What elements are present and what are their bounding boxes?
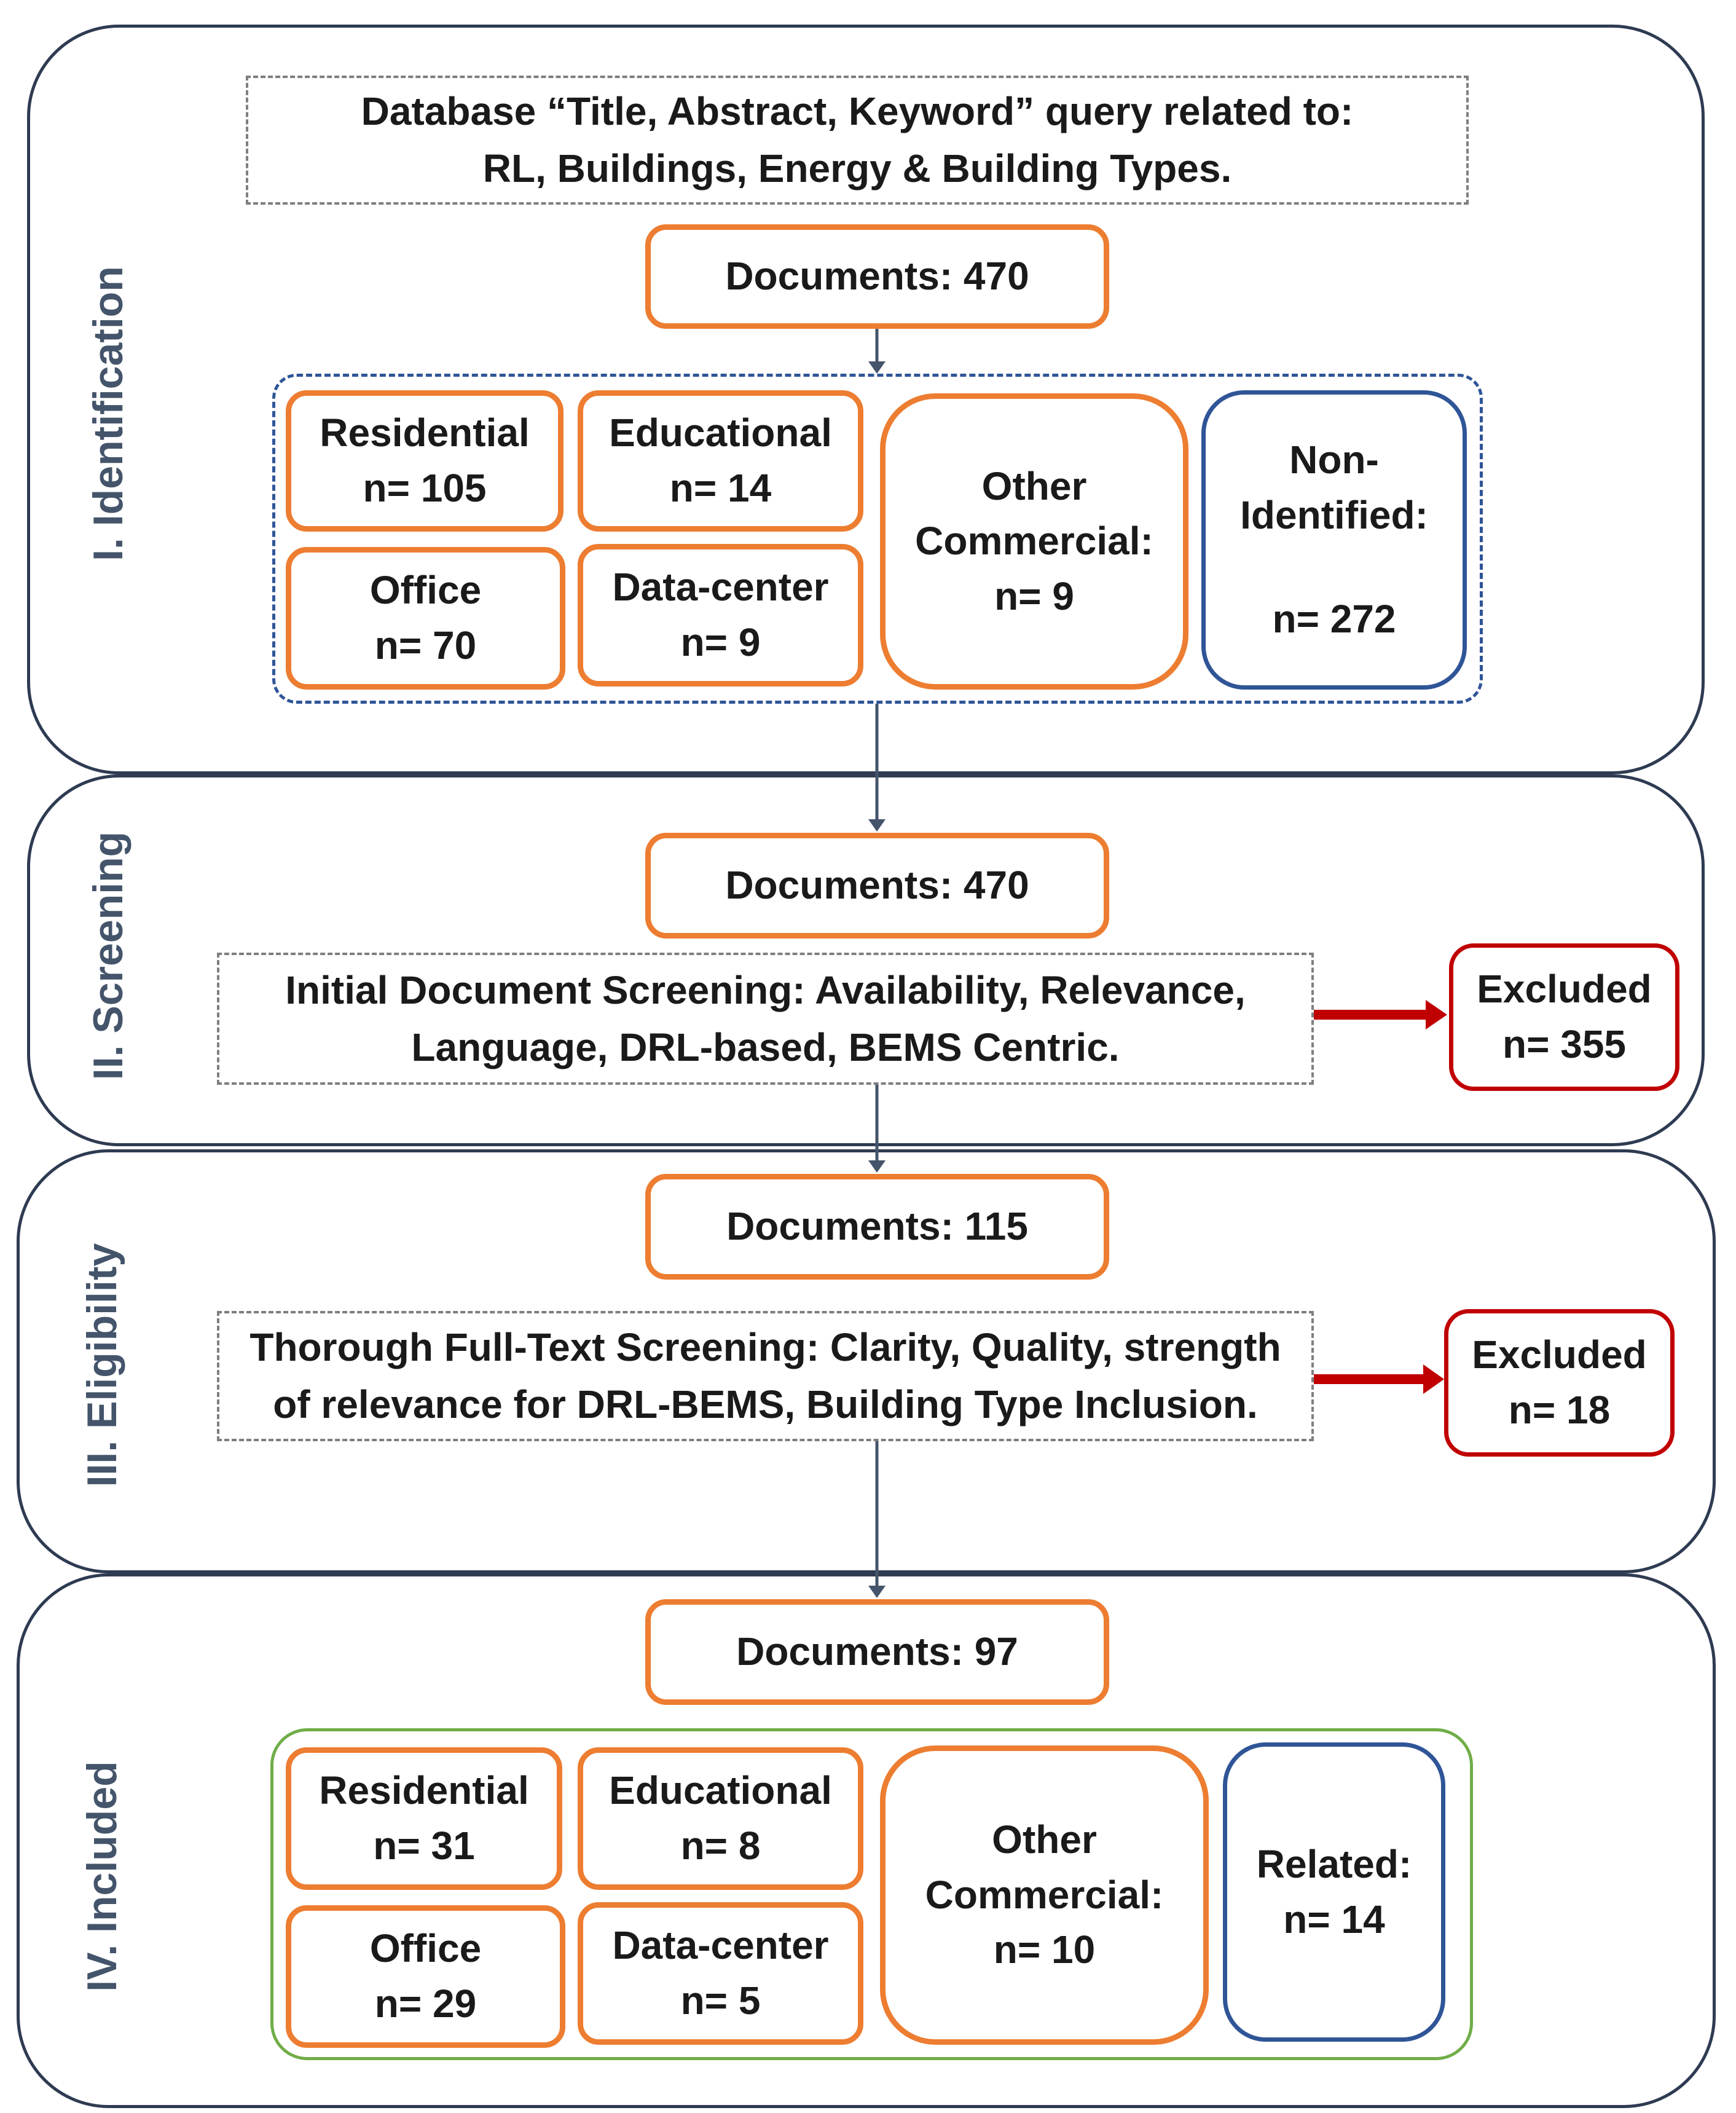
other-commercial-included-box: Other Commercial: n= 10 [880, 1745, 1209, 2045]
excluded-eligibility-box: Excluded n= 18 [1444, 1309, 1675, 1457]
datacenter-included-label: Data-center [612, 1923, 829, 1968]
educational-label: Educational [609, 411, 832, 455]
exclusion-arrow-screening-shaft [1312, 1010, 1429, 1020]
identified-types-group [272, 374, 1483, 704]
query-box: Database “Title, Abstract, Keyword” quer… [246, 76, 1469, 205]
datacenter-identified-box: Data-center n= 9 [578, 544, 863, 687]
related-count: n= 14 [1283, 1897, 1385, 1942]
residential-included-label: Residential [319, 1768, 529, 1813]
educational-included-label: Educational [609, 1768, 832, 1813]
screening-criteria-box: Initial Document Screening: Availability… [217, 953, 1314, 1085]
query-line-2: RL, Buildings, Energy & Building Types. [482, 146, 1232, 191]
office-count: n= 70 [374, 623, 477, 667]
eligibility-criteria-box: Thorough Full-Text Screening: Clarity, Q… [217, 1311, 1314, 1441]
datacenter-count: n= 9 [680, 620, 761, 664]
non-identified-count: n= 272 [1272, 597, 1396, 642]
eligibility-criteria-line-1: Thorough Full-Text Screening: Clarity, Q… [249, 1325, 1281, 1370]
residential-label: Residential [320, 411, 530, 455]
other-commercial-count: n= 9 [994, 573, 1074, 618]
educational-identified-box: Educational n= 14 [578, 390, 863, 532]
related-box: Related: n= 14 [1223, 1742, 1445, 2042]
arrowhead-docs-to-types [868, 361, 886, 374]
documents-screening-box: Documents: 470 [645, 833, 1109, 938]
documents-screening-label: Documents: 470 [725, 863, 1029, 908]
exclusion-arrows [1312, 1000, 1447, 1394]
non-identified-line-2: Identified: [1240, 492, 1428, 537]
arrowhead-screening-to-eligibility [868, 1160, 886, 1173]
excluded-screening-count: n= 355 [1502, 1022, 1627, 1066]
non-identified-box: Non- Identified: n= 272 [1201, 390, 1467, 690]
other-commercial-included-line-1: Other [992, 1817, 1097, 1862]
exclusion-arrowhead-eligibility [1423, 1364, 1444, 1394]
eligibility-criteria-line-2: of relevance for DRL-BEMS, Building Type… [273, 1382, 1258, 1426]
office-included-box: Office n= 29 [286, 1905, 565, 2048]
documents-eligibility-label: Documents: 115 [726, 1204, 1028, 1249]
documents-included-label: Documents: 97 [736, 1629, 1018, 1674]
related-label: Related: [1256, 1841, 1412, 1886]
office-identified-box: Office n= 70 [286, 547, 565, 690]
arrowhead-eligibility-to-included [868, 1586, 886, 1598]
query-line-1: Database “Title, Abstract, Keyword” quer… [361, 89, 1354, 134]
residential-included-box: Residential n= 31 [286, 1747, 562, 1890]
educational-included-box: Educational n= 8 [578, 1747, 863, 1890]
documents-identified-label: Documents: 470 [725, 254, 1029, 299]
down-arrows [868, 327, 886, 1598]
excluded-eligibility-count: n= 18 [1508, 1388, 1611, 1432]
datacenter-label: Data-center [612, 565, 829, 610]
residential-included-count: n= 31 [373, 1824, 475, 1868]
office-included-label: Office [369, 1926, 482, 1971]
documents-included-box: Documents: 97 [645, 1599, 1109, 1705]
exclusion-arrowhead-screening [1426, 1000, 1447, 1029]
educational-included-count: n= 8 [680, 1824, 761, 1868]
educational-count: n= 14 [669, 466, 772, 510]
exclusion-arrow-eligibility-shaft [1312, 1374, 1426, 1384]
datacenter-included-count: n= 5 [680, 1978, 761, 2023]
residential-count: n= 105 [363, 466, 487, 510]
residential-identified-box: Residential n= 105 [286, 390, 564, 532]
screening-criteria-line-2: Language, DRL-based, BEMS Centric. [411, 1025, 1120, 1069]
documents-eligibility-box: Documents: 115 [645, 1174, 1109, 1280]
excluded-screening-label: Excluded [1477, 967, 1652, 1012]
office-included-count: n= 29 [374, 1981, 477, 2026]
other-commercial-line-2: Commercial: [915, 519, 1153, 564]
arrowhead-types-to-screening [868, 819, 886, 832]
other-commercial-line-1: Other [981, 463, 1087, 508]
screening-criteria-line-1: Initial Document Screening: Availability… [285, 967, 1246, 1012]
other-commercial-identified-box: Other Commercial: n= 9 [880, 393, 1188, 690]
other-commercial-included-line-2: Commercial: [925, 1872, 1164, 1917]
office-label: Office [369, 568, 482, 613]
excluded-screening-box: Excluded n= 355 [1449, 943, 1679, 1091]
non-identified-line-1: Non- [1289, 438, 1379, 482]
datacenter-included-box: Data-center n= 5 [578, 1902, 863, 2045]
excluded-eligibility-label: Excluded [1472, 1332, 1647, 1377]
documents-identified-box: Documents: 470 [645, 224, 1109, 329]
other-commercial-included-count: n= 10 [993, 1927, 1096, 1972]
included-types-group [270, 1728, 1473, 2060]
